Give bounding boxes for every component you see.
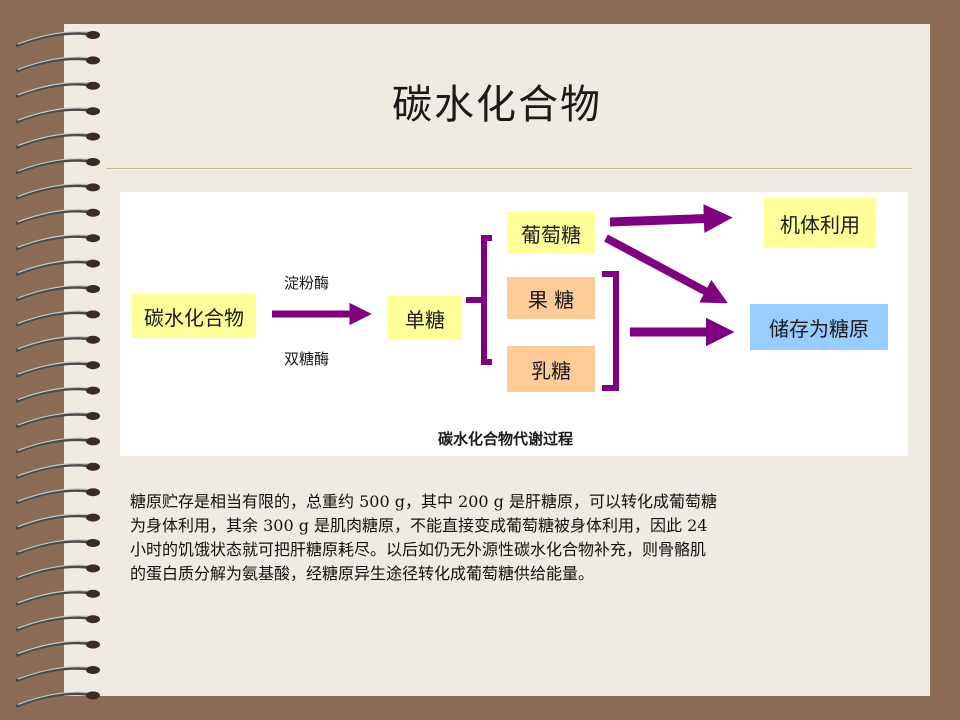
diagram-caption: 碳水化合物代谢过程 (438, 430, 574, 448)
bracket-left (481, 235, 492, 365)
bracket-right (602, 271, 619, 391)
disaccharidase-label: 双糖酶 (284, 350, 330, 368)
spiral-ring (15, 310, 100, 327)
spiral-ring (15, 81, 100, 99)
glucose-box: 葡萄糖 (507, 212, 595, 254)
diagram-arrows (272, 204, 735, 391)
amylase-label: 淀粉酶 (284, 274, 330, 292)
spiral-ring (15, 132, 100, 149)
spiral-ring (15, 589, 100, 607)
spiral-ring (15, 640, 100, 657)
spiral-ring (15, 462, 100, 480)
spiral-ring (15, 31, 100, 48)
spiral-ring (15, 56, 100, 73)
carbohydrate-box: 碳水化合物 (132, 294, 256, 338)
body-paragraph: 糖原贮存是相当有限的，总重约 500 g，其中 200 g 是肝糖原，可以转化成… (130, 490, 910, 586)
slide-title: 碳水化合物 (392, 82, 602, 128)
spiral-ring (15, 107, 100, 124)
arrow-to-use (609, 204, 733, 233)
glycogen-storage-box: 储存为糖原 (750, 304, 888, 350)
body-line: 小时的饥饿状态就可把肝糖原耗尽。以后如仍无外源性碳水化合物补充，则骨骼肌 (130, 540, 707, 559)
title-divider (106, 168, 912, 169)
spiral-ring (15, 234, 100, 251)
arrow-glucose-to-store (604, 234, 728, 304)
body-line: 为身体利用，其余 300 g 是肌肉糖原，不能直接变成葡萄糖被身体利用，因此 2… (130, 516, 708, 535)
spiral-ring (15, 183, 100, 200)
spiral-ring (15, 386, 100, 403)
monosaccharide-box: 单糖 (388, 296, 462, 340)
spiral-binding (15, 31, 100, 708)
fructose-box: 果 糖 (507, 277, 595, 319)
spiral-ring (15, 691, 100, 708)
spiral-ring (15, 285, 100, 302)
spiral-ring (15, 259, 100, 276)
spiral-ring (15, 666, 100, 683)
spiral-ring (15, 539, 100, 556)
spiral-ring (15, 513, 100, 530)
spiral-ring (15, 488, 100, 505)
spiral-ring (15, 361, 100, 378)
spiral-ring (15, 158, 100, 175)
spiral-ring (15, 564, 100, 581)
body-line: 的蛋白质分解为氨基酸，经糖原异生途径转化成葡萄糖供给能量。 (130, 564, 595, 583)
body-line: 糖原贮存是相当有限的，总重约 500 g，其中 200 g 是肝糖原，可以转化成… (130, 492, 717, 511)
spiral-ring (15, 437, 100, 454)
lactose-box: 乳糖 (507, 346, 595, 392)
spiral-ring (15, 615, 100, 632)
body-use-box: 机体利用 (764, 198, 876, 248)
spiral-ring (15, 335, 100, 353)
spiral-ring (15, 412, 100, 429)
metabolism-diagram: 碳水化合物 淀粉酶 双糖酶 单糖 葡萄糖 果 糖 乳糖 机体利用 储存为糖原 碳… (120, 192, 908, 456)
spiral-ring (15, 208, 100, 226)
